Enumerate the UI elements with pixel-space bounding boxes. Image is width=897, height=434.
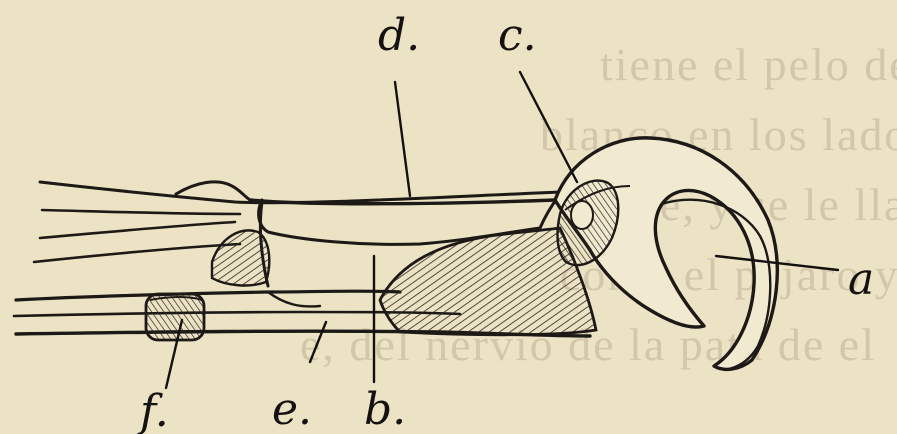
label-a: a (848, 258, 874, 302)
middle-knuckle (212, 230, 269, 285)
leader-line-e (310, 322, 326, 362)
label-e: e. (272, 388, 312, 432)
label-b: b. (364, 388, 406, 432)
tendon-sheath (146, 294, 204, 340)
label-f: f. (140, 390, 169, 434)
leader-line-c (520, 72, 577, 182)
label-d: d. (378, 14, 420, 58)
leader-line-d (395, 82, 410, 196)
label-c: c. (498, 14, 537, 58)
